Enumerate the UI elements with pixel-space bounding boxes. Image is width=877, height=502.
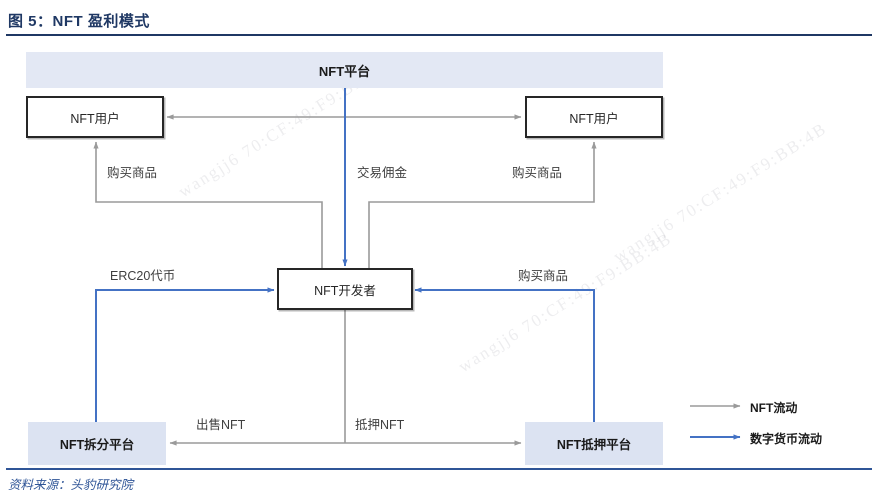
legend-label-nft-flow: NFT流动: [750, 401, 798, 415]
title-divider: [6, 34, 872, 36]
footer-divider: [6, 468, 872, 470]
node-nft-pledge-platform[interactable]: NFT抵押平台: [525, 422, 663, 465]
node-nft-developer-label: NFT开发者: [314, 283, 376, 298]
edge-label-erc20-token: ERC20代币: [110, 269, 176, 283]
edge-label-sell-nft: 出售NFT: [196, 418, 246, 432]
node-nft-user-left[interactable]: NFT用户: [26, 96, 164, 138]
edge-split-to-developer: [95, 287, 275, 422]
edge-label-trade-commission: 交易佣金: [357, 166, 408, 180]
edge-developer-to-user-left: [93, 141, 323, 268]
node-nft-split-platform-label: NFT拆分平台: [59, 438, 135, 452]
edge-pledge-to-developer: [414, 287, 595, 422]
edge-developer-to-user-right: [368, 141, 597, 268]
node-nft-pledge-platform-label: NFT抵押平台: [556, 438, 632, 452]
edge-label-pledge-nft: 抵押NFT: [355, 418, 405, 432]
source-note: 资料来源：头豹研究院: [8, 478, 134, 492]
node-nft-split-platform[interactable]: NFT拆分平台: [28, 422, 166, 465]
node-nft-user-right[interactable]: NFT用户: [525, 96, 663, 138]
figure-title: 图 5：NFT 盈利模式: [8, 13, 150, 30]
edge-label-buy-goods-right: 购买商品: [512, 166, 563, 180]
node-nft-developer[interactable]: NFT开发者: [277, 268, 413, 310]
node-nft-platform-label: NFT平台: [318, 63, 371, 79]
node-nft-platform[interactable]: NFT平台: [26, 52, 663, 88]
node-nft-user-left-label: NFT用户: [70, 111, 120, 126]
edge-label-buy-goods-left: 购买商品: [107, 166, 158, 180]
legend-label-currency-flow: 数字货币流动: [750, 432, 823, 446]
edge-label-buy-goods-pledge: 购买商品: [518, 269, 569, 283]
node-nft-user-right-label: NFT用户: [569, 111, 619, 126]
